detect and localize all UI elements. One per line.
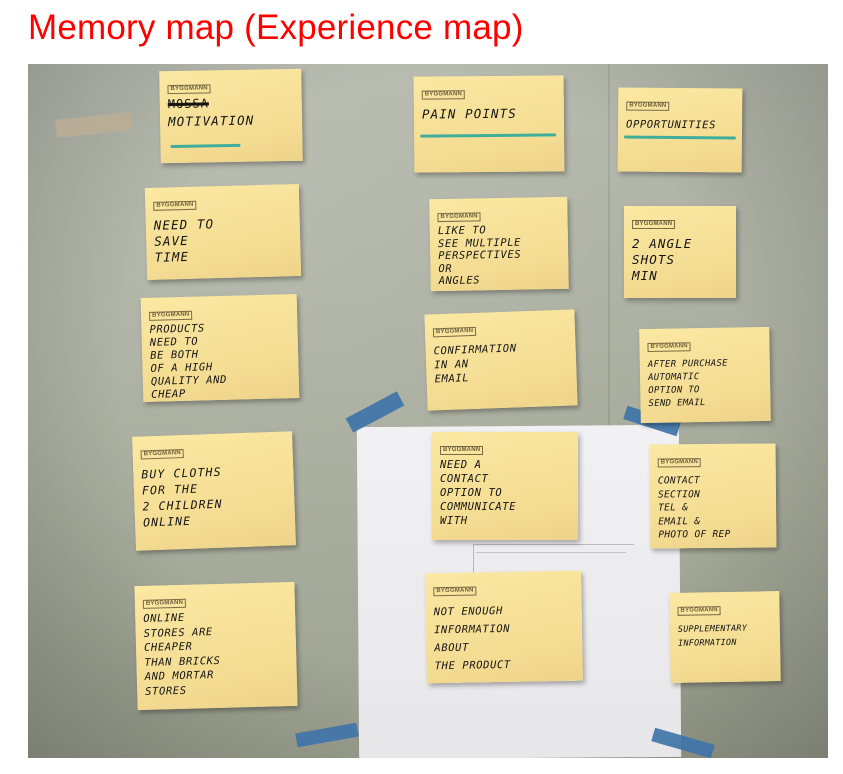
sticky-note-opportunities: BYGGMANN OPPORTUNITIES [617,87,743,173]
brand-label: BYGGMANN [140,449,185,460]
note-text: AFTER PURCHASE AUTOMATIC OPTION TO SEND … [647,358,728,409]
sticky-note-angle-shots: BYGGMANN 2 ANGLE SHOTS MIN [624,206,736,298]
brand-label: BYGGMANN [647,342,691,352]
note-text: OPPORTUNITIES [625,118,717,132]
note-text: NEED A CONTACT OPTION TO COMMUNICATE WIT… [440,459,517,527]
brand-label: BYGGMANN [142,598,187,609]
note-text: NOT ENOUGH INFORMATION ABOUT THE PRODUCT [433,605,511,673]
sticky-note-confirmation: BYGGMANN CONFIRMATION IN AN EMAIL [424,309,578,411]
sticky-note-not-enough: BYGGMANN NOT ENOUGH INFORMATION ABOUT TH… [425,570,583,684]
marker-underline [420,133,557,138]
brand-label: BYGGMANN [632,220,676,229]
photo-stitch-seam [608,64,610,758]
paper-sketch-line [476,552,626,553]
note-text: MOTIVATION [167,112,255,130]
sticky-note-after-purchase: BYGGMANN AFTER PURCHASE AUTOMATIC OPTION… [639,326,771,424]
sticky-note-buy-cloths: BYGGMANN BUY CLOTHS FOR THE 2 CHILDREN O… [132,431,296,551]
page-title: Memory map (Experience map) [28,8,524,47]
sticky-notes-photo: BYGGMANN MOSSA MOTIVATION BYGGMANN PAIN … [28,64,828,758]
sticky-note-perspectives: BYGGMANN LIKE TO SEE MULTIPLE PERSPECTIV… [429,196,569,292]
brand-label: BYGGMANN [677,606,721,616]
brand-label: BYGGMANN [421,90,466,100]
sticky-note-contact-option: BYGGMANN NEED A CONTACT OPTION TO COMMUN… [432,432,578,540]
note-text: BUY CLOTHS FOR THE 2 CHILDREN ONLINE [141,464,223,530]
brand-label: BYGGMANN [153,200,197,211]
brand-label: BYGGMANN [433,586,477,597]
brand-label: BYGGMANN [149,310,193,321]
sticky-note-quality: BYGGMANN PRODUCTS NEED TO BE BOTH OF A H… [140,293,300,403]
marker-underline [170,143,241,149]
note-text: SUPPLEMENTARY INFORMATION [677,623,748,649]
note-text: NEED TO SAVE TIME [153,216,215,265]
sticky-note-pain-points: BYGGMANN PAIN POINTS [413,75,565,173]
note-text: LIKE TO SEE MULTIPLE PERSPECTIVES OR ANG… [437,224,522,288]
note-text: CONTACT SECTION TEL & EMAIL & PHOTO OF R… [657,475,731,541]
note-text: 2 ANGLE SHOTS MIN [632,236,693,283]
sticky-note-motivation: BYGGMANN MOSSA MOTIVATION [159,68,303,164]
paper-sketch-lines [473,544,634,585]
note-text: PRODUCTS NEED TO BE BOTH OF A HIGH QUALI… [149,322,228,401]
brand-label: BYGGMANN [440,446,484,455]
brand-label: BYGGMANN [167,84,211,95]
marker-underline [623,135,736,140]
note-text: CONFIRMATION IN AN EMAIL [433,342,517,386]
brand-label: BYGGMANN [626,101,670,111]
brand-label: BYGGMANN [437,212,481,223]
sticky-note-contact-section: BYGGMANN CONTACT SECTION TEL & EMAIL & P… [649,443,777,549]
brand-label: BYGGMANN [432,326,477,338]
note-text: ONLINE STORES ARE CHEAPER THAN BRICKS AN… [143,611,221,698]
note-text: PAIN POINTS [421,105,517,122]
crossed-out-text: MOSSA [167,96,210,112]
sticky-note-supplementary: BYGGMANN SUPPLEMENTARY INFORMATION [669,591,781,683]
brand-label: BYGGMANN [657,458,702,468]
sticky-note-need-time: BYGGMANN NEED TO SAVE TIME [144,184,302,280]
sticky-note-online-stores: BYGGMANN ONLINE STORES ARE CHEAPER THAN … [134,581,298,711]
